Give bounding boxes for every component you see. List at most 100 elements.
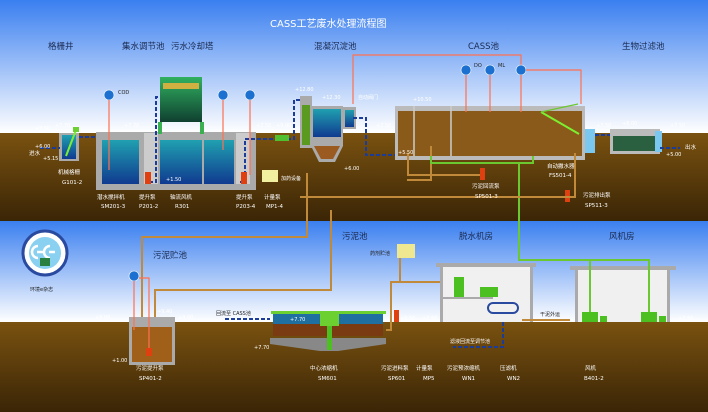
svg-text:+9.00: +9.00 — [178, 315, 193, 321]
blower-icon[interactable] — [641, 312, 657, 322]
blower-icon[interactable] — [582, 312, 598, 322]
svg-text:+12.30: +12.30 — [322, 95, 341, 101]
label-cass-tank: CASS池 — [468, 41, 500, 52]
biofilter-tank — [610, 129, 662, 154]
metering-pump-icon[interactable] — [275, 135, 289, 141]
svg-text:+7.50: +7.50 — [35, 126, 50, 132]
chemical-tank-label: 药剂贮池 — [370, 250, 390, 257]
inlet-label: 进水 — [29, 149, 41, 157]
dosing-tank-icon — [262, 170, 278, 182]
label-sludge-storage: 污泥贮池 — [153, 250, 188, 261]
ground-lower — [0, 322, 708, 412]
pipe-to-biofilter — [595, 134, 680, 149]
auto-valve-label: 自动阀门 — [358, 94, 378, 101]
label-blower-room: 风机房 — [609, 231, 635, 242]
sludge-pipe — [407, 153, 480, 176]
sludge-feed-pump-icon[interactable] — [394, 310, 399, 322]
svg-text:+7.50: +7.50 — [256, 123, 271, 129]
svg-text:+7.50: +7.50 — [670, 123, 685, 129]
magazine-logo — [21, 229, 69, 277]
svg-text:污泥回流泵: 污泥回流泵 — [472, 182, 500, 190]
meter-do[interactable] — [460, 64, 472, 76]
meter-sludge-level[interactable] — [128, 270, 140, 282]
svg-text:MP5: MP5 — [423, 376, 435, 382]
chemical-tank-icon — [397, 244, 415, 258]
svg-text:WN2: WN2 — [507, 376, 520, 382]
sludge-storage-pipe — [154, 210, 332, 342]
svg-text:+9.40: +9.40 — [157, 309, 172, 315]
svg-text:机械格栅: 机械格栅 — [58, 168, 81, 176]
svg-text:P203-4: P203-4 — [236, 204, 256, 210]
sludge-to-storage-pipe — [141, 173, 308, 327]
svg-text:+10.50: +10.50 — [413, 97, 432, 103]
air-pipe-cass — [430, 156, 534, 164]
dry-sludge-label: 干泥外运 — [540, 311, 560, 318]
belt-press-icon[interactable] — [487, 302, 519, 314]
svg-text:污泥进料泵: 污泥进料泵 — [381, 364, 409, 372]
svg-text:SM201-3: SM201-3 — [101, 204, 126, 210]
blower-motor-icon — [600, 316, 607, 322]
meter-cod-label: COD — [118, 90, 129, 96]
svg-text:+5.50: +5.50 — [398, 150, 413, 156]
sludge-return-pump-icon[interactable] — [480, 168, 485, 180]
label-screen-well: 格栅井 — [48, 41, 74, 52]
logo-group: 环境e杂志 — [21, 229, 69, 293]
svg-text:+1.00: +1.00 — [112, 358, 127, 364]
svg-text:+6.00: +6.00 — [35, 144, 50, 150]
svg-text:SP601: SP601 — [388, 376, 405, 382]
logo-text: 环境e杂志 — [30, 286, 53, 293]
cass-tank — [395, 106, 595, 160]
lift-pump-icon[interactable] — [145, 172, 151, 184]
label-cooling-tower: 污水冷却塔 — [171, 41, 214, 52]
svg-text:污泥排出泵: 污泥排出泵 — [583, 191, 611, 199]
svg-text:提升泵: 提升泵 — [139, 193, 156, 201]
svg-text:+7.50: +7.50 — [376, 123, 391, 129]
pipe-to-cooling-tower — [149, 96, 160, 183]
meter-level-2[interactable] — [244, 89, 256, 101]
svg-text:+12.80: +12.80 — [295, 87, 314, 93]
svg-text:+7.50: +7.50 — [678, 316, 693, 322]
svg-text:计量泵: 计量泵 — [416, 364, 433, 372]
svg-text:FS501-4: FS501-4 — [549, 173, 572, 179]
svg-text:SP401-2: SP401-2 — [139, 376, 162, 382]
signal-line — [352, 54, 522, 104]
svg-text:+9.50: +9.50 — [400, 316, 415, 322]
svg-text:SP511-3: SP511-3 — [585, 203, 608, 209]
meter-cod[interactable] — [103, 89, 115, 101]
meter-ml-label: ML — [498, 63, 505, 69]
dosing-device-label: 加药设备 — [281, 175, 301, 182]
lift-pump-icon[interactable] — [241, 172, 247, 184]
decanter-arm[interactable] — [540, 111, 580, 135]
label-coagulation-tank: 混凝沉淀池 — [314, 41, 357, 52]
label-biofilter: 生物过滤池 — [622, 41, 665, 52]
svg-text:+9.00: +9.00 — [276, 123, 291, 129]
meter-level[interactable] — [217, 89, 229, 101]
svg-text:+7.50: +7.50 — [422, 316, 437, 322]
svg-text:+7.70: +7.70 — [254, 345, 269, 351]
central-thickener — [270, 311, 386, 351]
blower-air-pipe — [518, 221, 650, 312]
meter-level-cass[interactable] — [515, 64, 527, 76]
coagulation-tank — [300, 96, 356, 162]
filtrate-return-pipe — [453, 322, 504, 348]
svg-text:R301: R301 — [175, 204, 189, 210]
label-equalization-tank: 集水调节池 — [122, 41, 165, 52]
svg-text:+8.00: +8.00 — [622, 121, 637, 127]
prethickener-icon[interactable] — [454, 277, 464, 297]
filtrate-return-label: 滤液回流至调节池 — [450, 338, 490, 345]
meter-ml[interactable] — [484, 64, 496, 76]
svg-text:轴流风机: 轴流风机 — [170, 193, 193, 201]
pipe-to-cass — [353, 117, 400, 156]
sludge-lift-pump-icon[interactable] — [146, 348, 152, 356]
return-to-cass-label: 回流至 CASS池 — [216, 310, 251, 317]
screen-well — [59, 127, 79, 161]
thickener-outlet-pipe — [386, 258, 401, 331]
pipe-to-coagulation — [240, 99, 300, 183]
svg-text:+7.70: +7.70 — [124, 123, 139, 129]
filter-press-icon[interactable] — [480, 287, 498, 297]
svg-text:SP501-3: SP501-3 — [475, 194, 498, 200]
blower-motor-icon — [659, 316, 666, 322]
svg-text:+7.70: +7.70 — [55, 123, 70, 129]
